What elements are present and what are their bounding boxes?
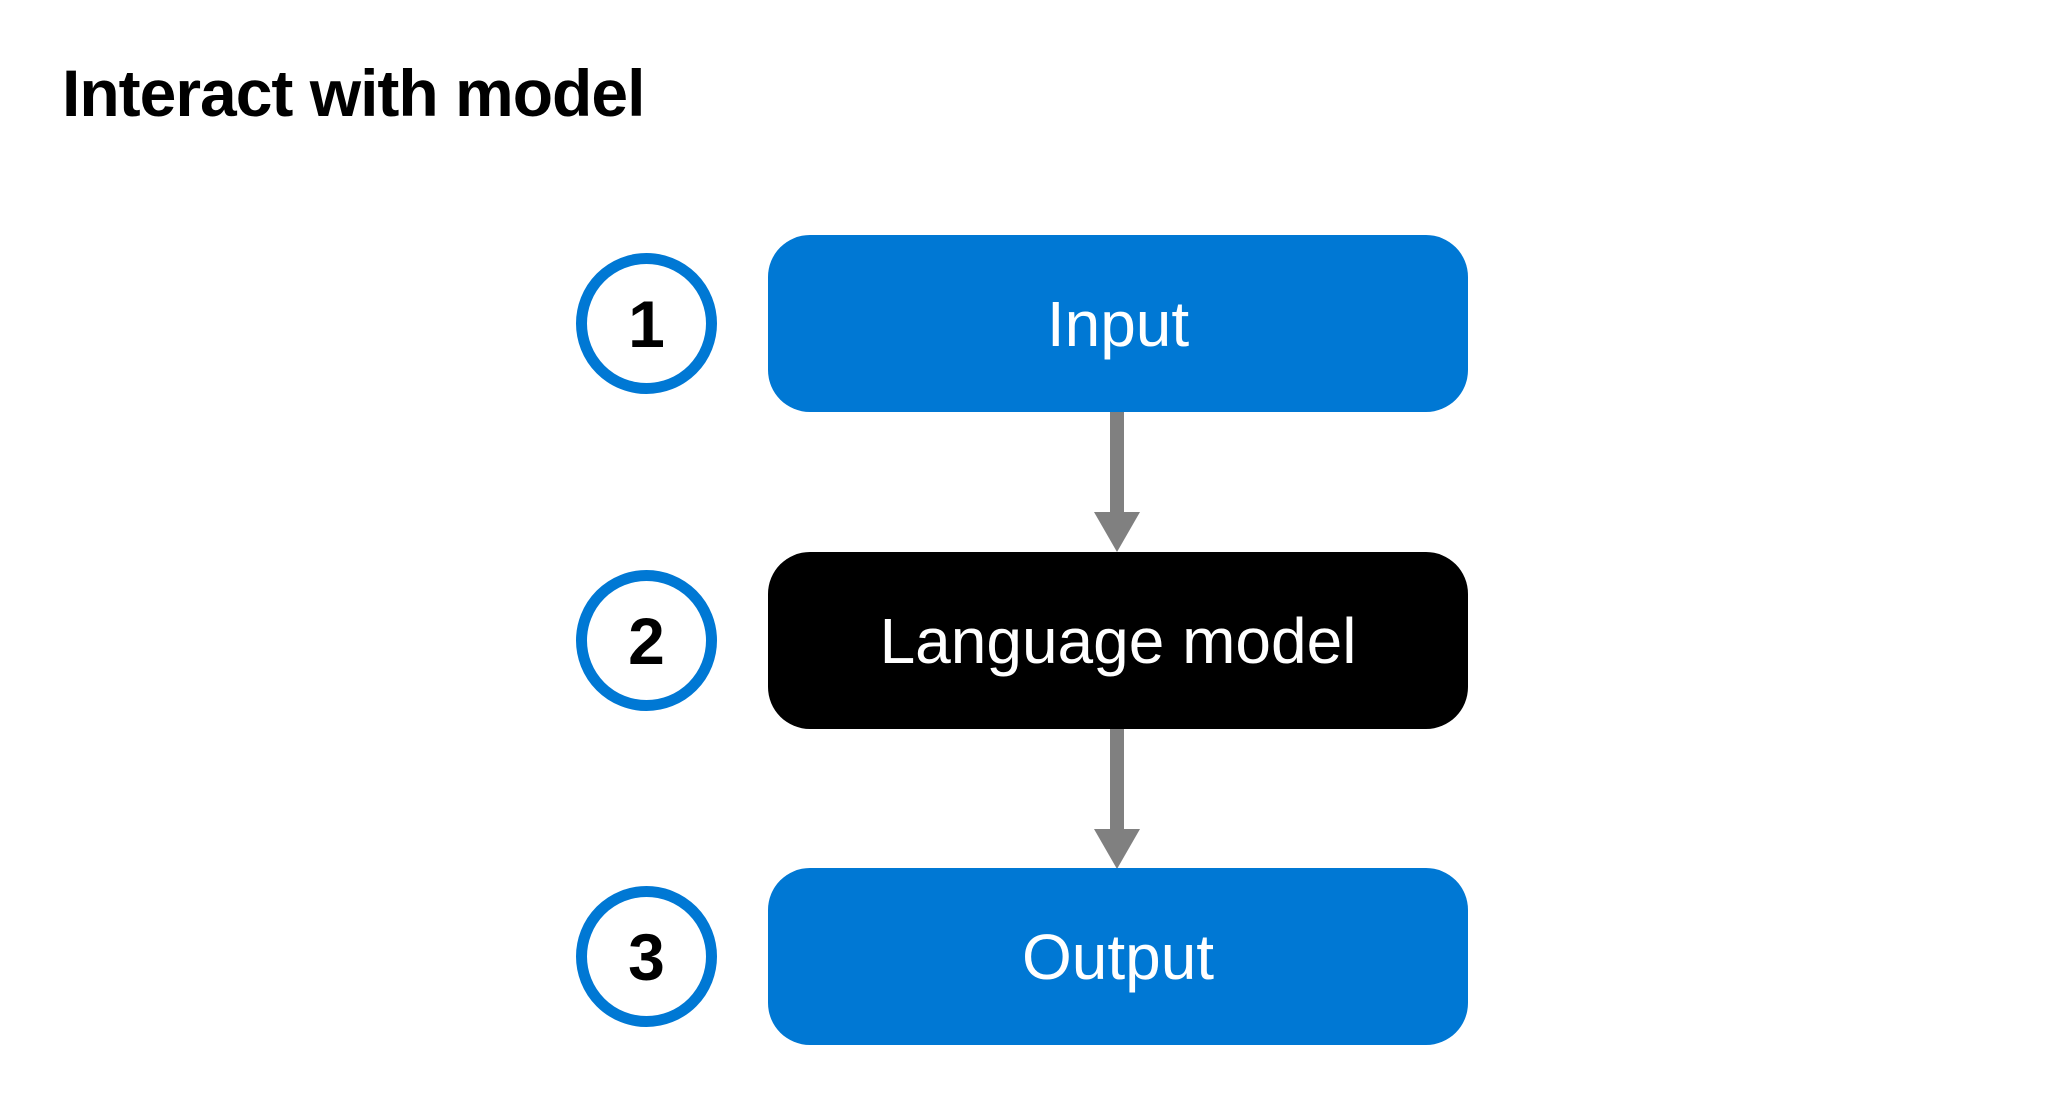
arrow-head [1094, 512, 1140, 552]
step-1-number: 1 [628, 286, 665, 361]
input-box: Input [768, 235, 1468, 412]
arrow-model-to-output-icon [1094, 729, 1140, 869]
output-box: Output [768, 868, 1468, 1045]
arrow-input-to-model-icon [1094, 412, 1140, 552]
arrow-shaft [1110, 729, 1124, 833]
arrow-shaft [1110, 412, 1124, 516]
language-model-box: Language model [768, 552, 1468, 729]
step-2-badge: 2 [576, 570, 717, 711]
step-2-number: 2 [628, 603, 665, 678]
input-box-label: Input [1046, 287, 1190, 360]
diagram-title: Interact with model [62, 56, 645, 130]
output-box-label: Output [1021, 920, 1215, 993]
step-3-badge: 3 [576, 886, 717, 1027]
step-3-number: 3 [628, 919, 665, 994]
step-1-badge: 1 [576, 253, 717, 394]
arrow-head [1094, 829, 1140, 869]
language-model-box-label: Language model [879, 604, 1357, 677]
